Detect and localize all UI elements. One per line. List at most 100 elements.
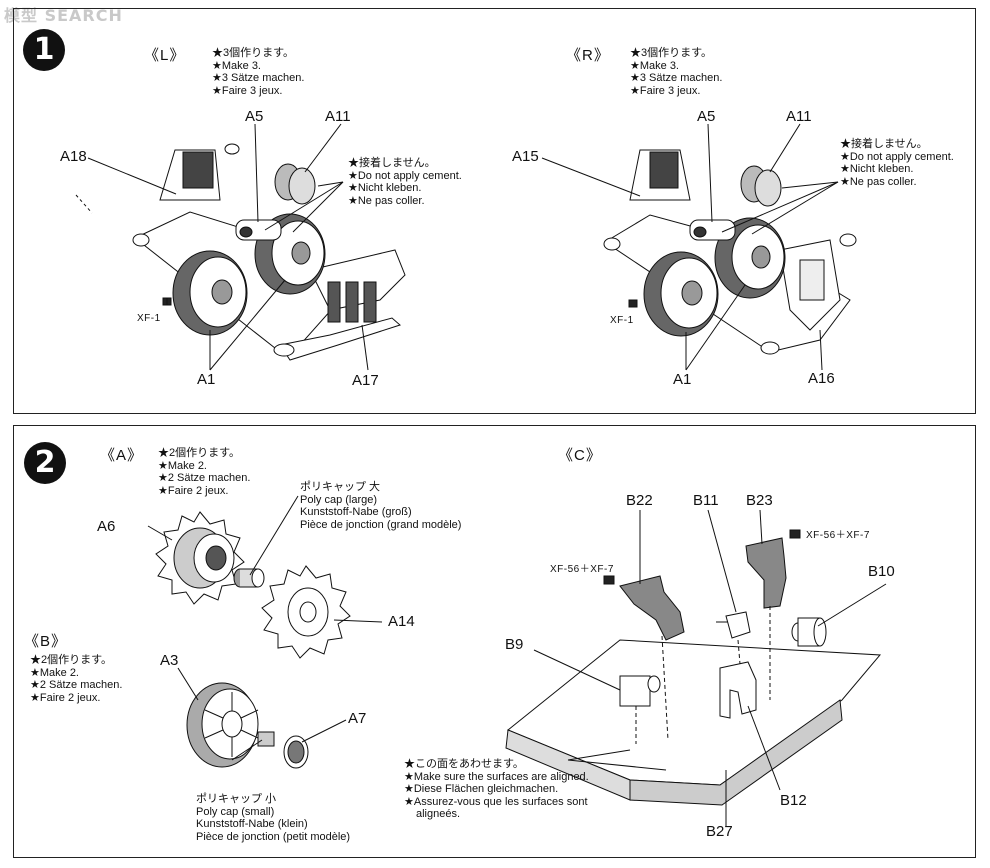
right-arm-a5: [689, 219, 736, 241]
align-line-fr-cont: aligneés.: [416, 808, 461, 820]
align-line-de: ★Diese Flächen gleichmachen.: [404, 783, 559, 795]
polycap-small: [257, 731, 309, 769]
sub-a-make-line-en: ★Make 2.: [158, 459, 207, 472]
part-b22: [619, 575, 685, 641]
polycap-small-note: ポリキャップ 小 Poly cap (small) Kunststoff-Nab…: [196, 793, 350, 843]
label-b27: B27: [706, 823, 733, 840]
sub-b-make-line-ja: ★2個作ります。: [30, 654, 113, 666]
polycap-small-line-ja: ポリキャップ 小: [196, 793, 277, 805]
roadwheel-a3: [186, 682, 259, 768]
label-a3: A3: [160, 652, 179, 669]
polycap-small-line-en: Poly cap (small): [196, 805, 275, 818]
sub-b-make-note: ★2個作ります。 ★Make 2. ★2 Sätze machen. ★Fair…: [30, 654, 122, 704]
sub-b-title: 《B》: [24, 633, 68, 650]
left-nocement-line-fr: ★Ne pas coller.: [348, 194, 425, 207]
sub-b-make-line-fr: ★Faire 2 jeux.: [30, 691, 101, 704]
part-b10: [791, 617, 827, 647]
right-wheel-a1-front: [643, 251, 719, 337]
polycap-small-line-de: Kunststoff-Nabe (klein): [196, 818, 308, 830]
left-paint-xf1: XF-1: [137, 313, 161, 324]
sub-a-make-line-de: ★2 Sätze machen.: [158, 472, 251, 484]
polycap-large-line-ja: ポリキャップ 大: [300, 481, 381, 493]
label-a14: A14: [388, 613, 415, 630]
label-b10: B10: [868, 563, 895, 580]
left-nocement-line-en: ★Do not apply cement.: [348, 169, 462, 182]
left-nocement-line-ja: ★接着しません。: [348, 157, 436, 169]
right-nocement-line-de: ★Nicht kleben.: [840, 163, 914, 175]
label-b23: B23: [746, 492, 773, 509]
left-wheel-a1-rear: [254, 213, 326, 295]
label-a7: A7: [348, 710, 367, 727]
polycap-large-line-en: Poly cap (large): [300, 493, 378, 506]
sub-a-title: 《A》: [100, 447, 144, 464]
align-line-ja: ★この面をあわせます。: [404, 758, 524, 770]
paint-b23: XF-56＋XF-7: [806, 530, 870, 541]
right-make-note: ★3個作ります。 ★Make 3. ★3 Sätze machen. ★Fair…: [630, 47, 722, 97]
left-arm-a5: [235, 219, 282, 241]
label-b22: B22: [626, 492, 653, 509]
right-label-a15: A15: [512, 148, 539, 165]
right-nocement-line-en: ★Do not apply cement.: [840, 150, 954, 163]
left-nocement-note: ★接着しません。 ★Do not apply cement. ★Nicht kl…: [348, 157, 462, 207]
right-label-a16: A16: [808, 370, 835, 387]
watermark: 模型 SEARCH: [4, 6, 123, 25]
sub-b-make-line-en: ★Make 2.: [30, 666, 79, 679]
sprocket-a14: [261, 565, 351, 659]
left-make-line-de: ★3 Sätze machen.: [212, 72, 305, 84]
left-label-a5: A5: [245, 108, 264, 125]
left-label-a11: A11: [325, 108, 351, 125]
left-title: 《L》: [144, 47, 186, 64]
right-title: 《R》: [566, 47, 610, 64]
right-label-a11: A11: [786, 108, 812, 125]
sub-a-make-line-ja: ★2個作ります。: [158, 447, 241, 459]
step-1-badge: 1: [23, 29, 65, 71]
polycap-large: [233, 568, 265, 588]
align-line-en: ★Make sure the surfaces are aligned.: [404, 770, 589, 783]
left-polycap-a11: [274, 163, 316, 205]
left-wheel-a1-front: [172, 250, 248, 336]
left-make-line-en: ★Make 3.: [212, 59, 261, 72]
right-make-line-ja: ★3個作ります。: [630, 47, 713, 59]
left-label-a1: A1: [197, 371, 216, 388]
label-a6: A6: [97, 518, 116, 535]
polycap-large-line-de: Kunststoff-Nabe (groß): [300, 506, 412, 518]
part-b12: [719, 661, 757, 719]
part-b9: [619, 675, 661, 707]
right-make-line-de: ★3 Sätze machen.: [630, 72, 723, 84]
part-b11: [716, 611, 751, 639]
left-nocement-line-de: ★Nicht kleben.: [348, 182, 422, 194]
label-b12: B12: [780, 792, 807, 809]
right-label-a1: A1: [673, 371, 692, 388]
left-make-note: ★3個作ります。 ★Make 3. ★3 Sätze machen. ★Fair…: [212, 47, 304, 97]
sub-a-make-note: ★2個作ります。 ★Make 2. ★2 Sätze machen. ★Fair…: [158, 447, 250, 497]
right-label-a5: A5: [697, 108, 716, 125]
right-nocement-line-fr: ★Ne pas coller.: [840, 175, 917, 188]
step-2-badge: 2: [24, 442, 66, 484]
left-label-a17: A17: [352, 372, 379, 389]
right-polycap-a11: [740, 165, 782, 207]
align-line-fr: ★Assurez-vous que les surfaces sont: [404, 795, 588, 808]
right-nocement-note: ★接着しません。 ★Do not apply cement. ★Nicht kl…: [840, 138, 954, 188]
label-b9: B9: [505, 636, 524, 653]
step-2-panel: [13, 425, 976, 858]
hull-plate-b27: [505, 639, 882, 806]
right-nocement-line-ja: ★接着しません。: [840, 138, 928, 150]
step-1-panel: [13, 8, 976, 414]
left-make-line-ja: ★3個作ります。: [212, 47, 295, 59]
left-label-a18: A18: [60, 148, 87, 165]
part-b23: [745, 537, 787, 609]
right-make-line-en: ★Make 3.: [630, 59, 679, 72]
polycap-large-note: ポリキャップ 大 Poly cap (large) Kunststoff-Nab…: [300, 481, 461, 531]
polycap-large-line-fr: Pièce de jonction (grand modèle): [300, 518, 462, 531]
polycap-small-line-fr: Pièce de jonction (petit modèle): [196, 830, 351, 843]
left-make-line-fr: ★Faire 3 jeux.: [212, 84, 283, 97]
align-note: ★この面をあわせます。 ★Make sure the surfaces are …: [404, 758, 589, 821]
right-make-line-fr: ★Faire 3 jeux.: [630, 84, 701, 97]
right-paint-xf1: XF-1: [610, 315, 634, 326]
label-b11: B11: [693, 492, 719, 509]
sub-b-make-line-de: ★2 Sätze machen.: [30, 679, 123, 691]
sub-c-title: 《C》: [558, 447, 602, 464]
paint-b22: XF-56＋XF-7: [550, 564, 614, 575]
